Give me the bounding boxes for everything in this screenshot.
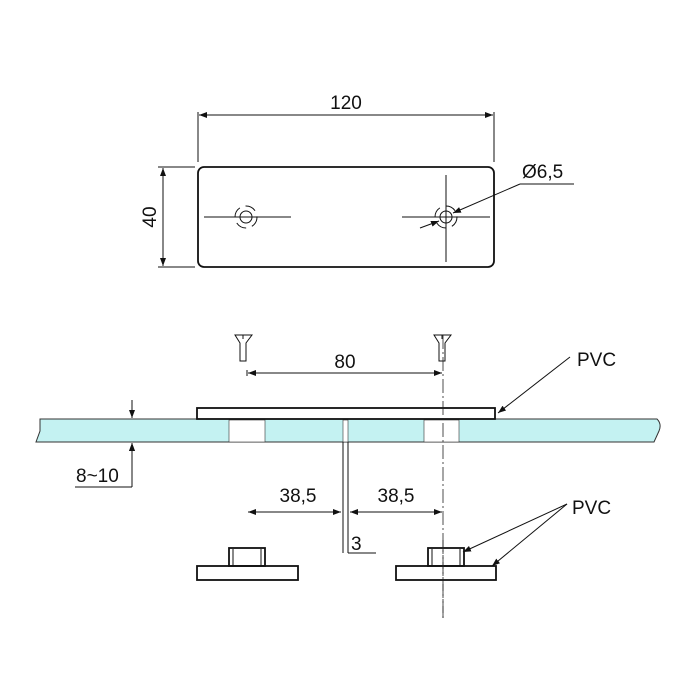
screw-icon: [234, 334, 253, 362]
side-view: 80 8~10 38,5 38,5 3 PVC PVC: [35, 334, 661, 618]
glass-gap: [342, 419, 349, 443]
insert-material-label: PVC: [572, 498, 611, 519]
bottom-insert-right: [395, 547, 497, 581]
cover-plate: [196, 407, 496, 420]
top-view: 120 40 Ø6,5: [140, 93, 574, 268]
right-offset-dimension: 38,5: [378, 486, 415, 507]
hole-left: [204, 205, 291, 229]
bottom-insert-left: [196, 547, 299, 581]
left-offset-dimension: 38,5: [280, 486, 317, 507]
gap-dimension: 3: [351, 534, 362, 555]
width-dimension: 120: [330, 93, 362, 114]
thickness-dimension: 8~10: [76, 466, 119, 487]
hole-diameter-dimension: Ø6,5: [522, 162, 563, 183]
hole-right-section: [423, 419, 460, 443]
hole-right: [402, 175, 490, 262]
spacing-dimension: 80: [334, 352, 355, 373]
height-dimension: 40: [140, 206, 161, 227]
screw-icon: [433, 334, 452, 362]
hole-left-section: [228, 419, 266, 443]
plate-outline: [197, 166, 495, 268]
cover-material-label: PVC: [577, 350, 616, 371]
